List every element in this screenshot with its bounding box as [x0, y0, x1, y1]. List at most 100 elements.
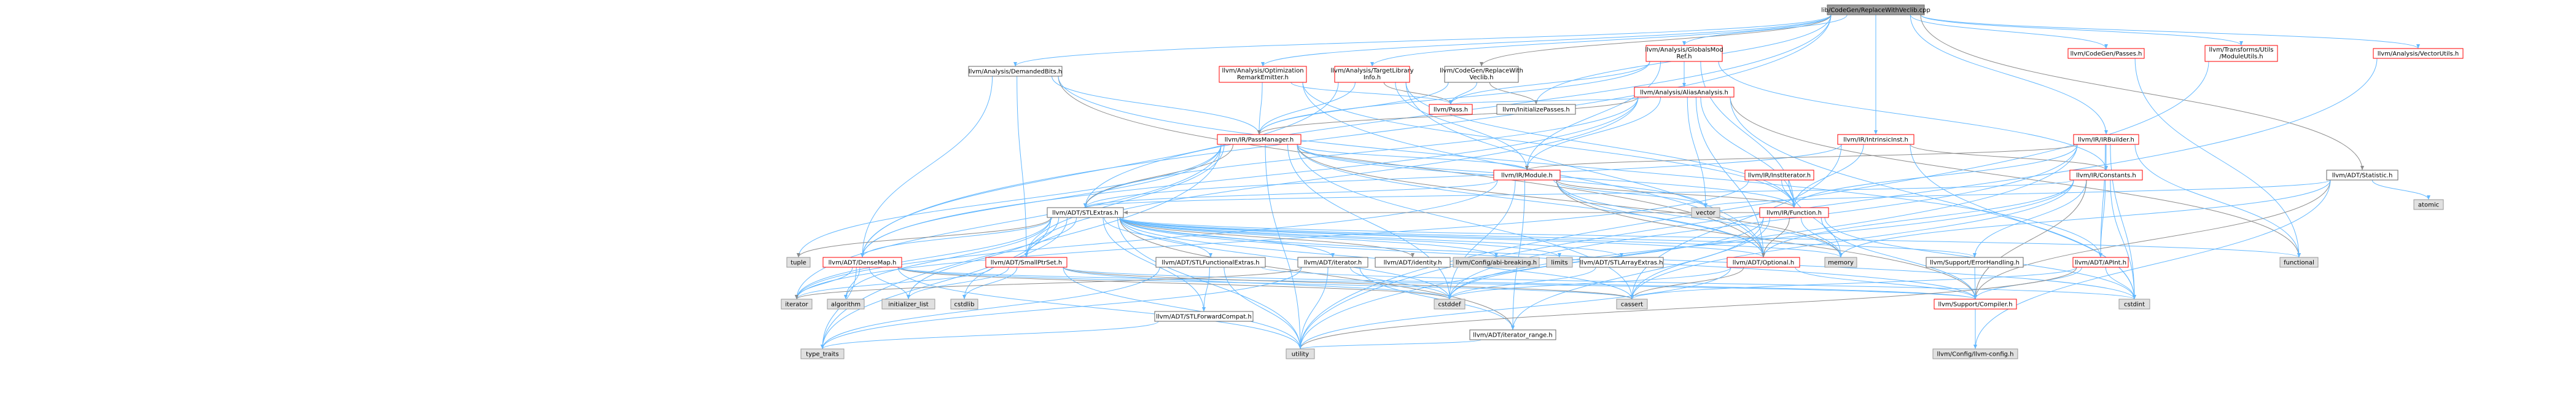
node-intrinsic[interactable]: llvm/IR/IntrinsicInst.h	[1837, 134, 1914, 145]
node-box	[1219, 66, 1307, 83]
node-label: llvm/Analysis/TargetLibrary	[1330, 68, 1413, 74]
node-label: Veclib.h	[1469, 74, 1493, 81]
node-modutils[interactable]: llvm/Transforms/Utils/ModuleUtils.h	[2204, 45, 2278, 62]
edge-module-to-iterator	[795, 179, 1498, 300]
node-initlist[interactable]: initializer_list	[881, 299, 935, 310]
node-algorithm[interactable]: algorithm	[827, 299, 865, 310]
edge-stlfwd-to-typetraits	[821, 321, 1159, 350]
node-initpasses[interactable]: llvm/InitializePasses.h	[1496, 104, 1576, 115]
edge-constants-to-optional	[1762, 179, 2074, 258]
node-cstdint[interactable]: cstdint	[2118, 299, 2150, 310]
node-atomic[interactable]: atomic	[2413, 199, 2444, 210]
node-optional[interactable]: llvm/ADT/Optional.h	[1727, 257, 1800, 268]
node-label: limits	[1551, 260, 1567, 267]
node-label: memory	[1828, 260, 1854, 267]
node-cstddef[interactable]: cstddef	[1434, 299, 1466, 310]
edge-iteratorh-to-iterrange	[1359, 267, 1515, 331]
edge-root-to-optremark	[1261, 14, 1832, 67]
node-label: llvm/Support/Compiler.h	[1938, 302, 2012, 308]
node-module[interactable]: llvm/IR/Module.h	[1493, 170, 1561, 181]
node-root[interactable]: lib/CodeGen/ReplaceWithVeclib.cpp	[1821, 4, 1930, 15]
edge-passmgr-to-tuple	[797, 144, 1222, 258]
node-label: llvm/IR/IntrinsicInst.h	[1843, 137, 1908, 144]
node-stlextras[interactable]: llvm/ADT/STLExtras.h	[1047, 207, 1124, 218]
node-label: RemarkEmitter.h	[1237, 74, 1289, 81]
edge-irbuilder-to-cstdint	[2110, 144, 2136, 300]
node-iteratorh[interactable]: llvm/ADT/iterator.h	[1297, 257, 1368, 268]
node-cstdlib[interactable]: cstdlib	[950, 299, 978, 310]
node-densemap[interactable]: llvm/ADT/DenseMap.h	[822, 257, 902, 268]
node-pass[interactable]: llvm/Pass.h	[1429, 104, 1473, 115]
node-limits[interactable]: limits	[1546, 257, 1573, 268]
node-label: llvm/Config/llvm-config.h	[1937, 351, 2014, 358]
edge-root-to-demanded	[1013, 14, 1832, 67]
node-tuple[interactable]: tuple	[786, 257, 811, 268]
node-irbuilder[interactable]: llvm/IR/IRBuilder.h	[2073, 134, 2139, 145]
node-vector[interactable]: vector	[1691, 207, 1720, 218]
edge-globalsmod-to-module	[1525, 61, 1661, 171]
node-aliasan[interactable]: llvm/Analysis/AliasAnalysis.h	[1634, 87, 1735, 98]
node-institer[interactable]: llvm/IR/InstIterator.h	[1744, 170, 1814, 181]
node-function[interactable]: llvm/IR/Function.h	[1759, 207, 1829, 218]
edge-irbuilder-to-functional	[2134, 144, 2301, 258]
node-llvmconfig[interactable]: llvm/Config/llvm-config.h	[1932, 348, 2018, 359]
edge-stlextras-to-typetraits	[821, 217, 1052, 350]
edge-stlfunc-to-typetraits	[821, 267, 1160, 350]
edge-apint-to-cstdint	[2105, 267, 2136, 300]
node-stlarray[interactable]: llvm/ADT/STLArrayExtras.h	[1579, 257, 1664, 268]
node-passmgr[interactable]: llvm/IR/PassManager.h	[1217, 134, 1302, 145]
edge-targetlib-to-passmgr	[1257, 82, 1356, 135]
node-demanded[interactable]: llvm/Analysis/DemandedBits.h	[968, 66, 1063, 77]
node-identity[interactable]: llvm/ADT/identity.h	[1375, 257, 1451, 268]
edge-passmgr-to-utility	[1265, 144, 1302, 350]
node-constants[interactable]: llvm/IR/Constants.h	[2069, 170, 2143, 181]
edge-smallptr-to-cstdlib	[962, 267, 1018, 300]
node-smallptr[interactable]: llvm/ADT/SmallPtrSet.h	[985, 257, 1067, 268]
edge-institer-to-function	[1781, 179, 1796, 208]
node-functional[interactable]: functional	[2279, 257, 2319, 268]
node-cassert[interactable]: cassert	[1616, 299, 1648, 310]
edge-stlarray-to-cstddef	[1448, 267, 1596, 300]
node-box	[1375, 257, 1451, 268]
node-abibreak[interactable]: llvm/Config/abi-breaking.h	[1453, 257, 1540, 268]
node-cgpasses[interactable]: llvm/CodeGen/Passes.h	[2067, 48, 2145, 59]
edge-targetlib-to-pass	[1383, 82, 1453, 105]
node-label: llvm/ADT/identity.h	[1384, 260, 1442, 267]
node-label: Info.h	[1364, 74, 1381, 81]
node-label: llvm/Pass.h	[1434, 107, 1468, 114]
edge-root-to-globalsmod	[1682, 14, 1848, 46]
node-stlfwd[interactable]: llvm/ADT/STLForwardCompat.h	[1154, 311, 1254, 322]
edge-stlextras-to-densemap	[861, 217, 1053, 258]
edge-densemap-to-cassert	[897, 267, 1634, 300]
node-label: llvm/IR/IRBuilder.h	[2078, 137, 2134, 144]
node-box	[1546, 257, 1573, 268]
node-stlfunc[interactable]: llvm/ADT/STLFunctionalExtras.h	[1155, 257, 1266, 268]
node-statistic[interactable]: llvm/ADT/Statistic.h	[2326, 170, 2398, 181]
node-label: initializer_list	[888, 302, 929, 308]
node-iterator[interactable]: iterator	[781, 299, 813, 310]
node-label: tuple	[790, 260, 806, 267]
node-optremark[interactable]: llvm/Analysis/OptimizationRemarkEmitter.…	[1219, 66, 1307, 83]
edge-institer-to-memory	[1788, 179, 1843, 258]
node-memory[interactable]: memory	[1824, 257, 1857, 268]
edge-iteratorh-to-typetraits	[821, 267, 1302, 350]
node-box	[2413, 199, 2444, 210]
node-box	[1634, 87, 1735, 98]
node-compiler[interactable]: llvm/Support/Compiler.h	[1934, 299, 2017, 310]
edge-optional-to-utility	[1298, 267, 1731, 350]
node-label: llvm/Analysis/VectorUtils.h	[2378, 51, 2459, 58]
edge-vecutils-to-utility	[1298, 58, 2378, 350]
node-errhandling[interactable]: llvm/Support/ErrorHandling.h	[1926, 257, 2024, 268]
edge-intrinsic-to-function	[1792, 144, 1864, 208]
node-vecutils[interactable]: llvm/Analysis/VectorUtils.h	[2373, 48, 2464, 59]
node-typetraits[interactable]: type_traits	[800, 348, 845, 359]
edge-constants-to-cstddef	[1448, 179, 2074, 300]
node-utility[interactable]: utility	[1286, 348, 1315, 359]
node-apint[interactable]: llvm/ADT/APInt.h	[2072, 257, 2129, 268]
edge-passmgr-to-memory	[1297, 144, 1843, 258]
node-iterrange[interactable]: llvm/ADT/iterator_range.h	[1469, 329, 1556, 340]
node-cgrepl[interactable]: llvm/CodeGen/ReplaceWithVeclib.h	[1440, 66, 1523, 83]
